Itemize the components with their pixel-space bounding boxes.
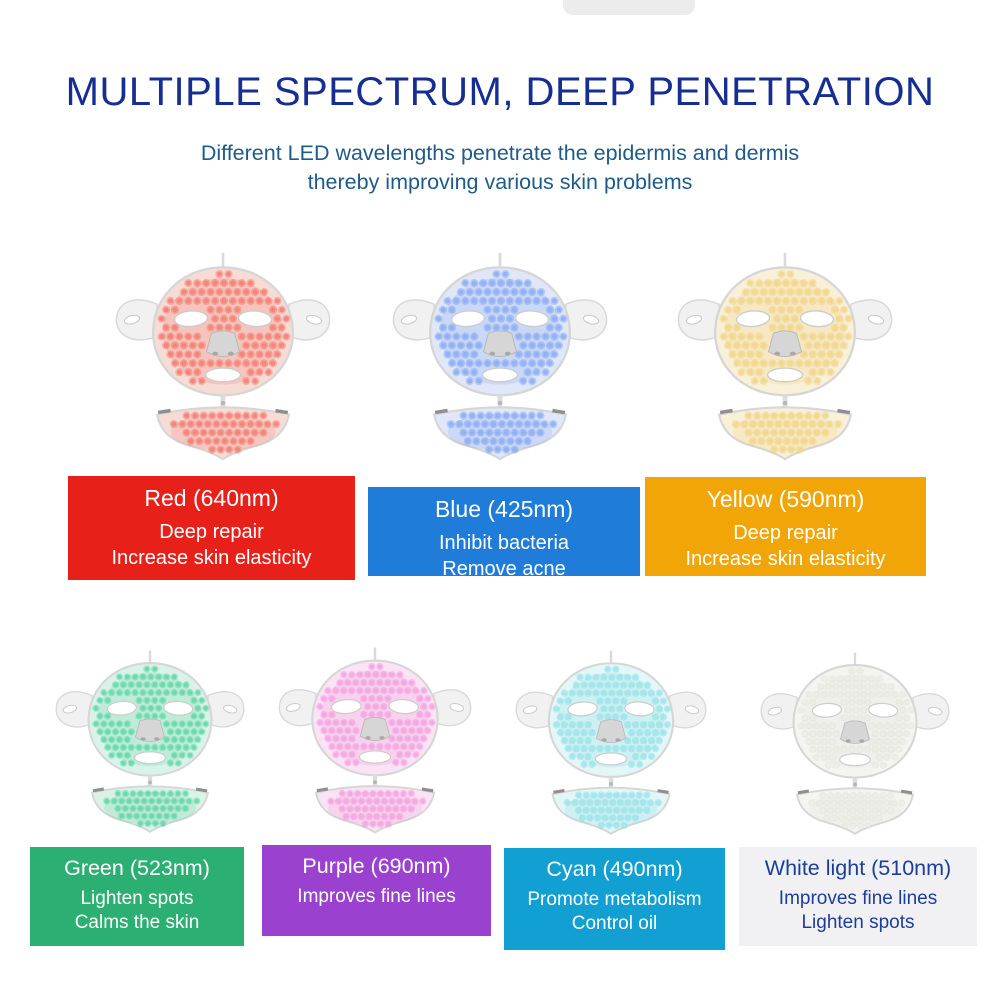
mask-cyan <box>499 646 723 839</box>
wavelength-title: White light (510nm) <box>764 856 952 880</box>
led-mask-graphic <box>392 252 608 461</box>
led-mask-graphic <box>677 252 893 461</box>
led-mask-graphic <box>278 647 472 834</box>
wavelength-title: Yellow (590nm) <box>706 486 865 512</box>
label-box-cyan: Cyan (490nm) Promote metabolism Control … <box>504 848 725 950</box>
subtitle-line-2: thereby improving various skin problems <box>307 170 693 194</box>
benefit-line: Improves fine lines <box>778 888 938 909</box>
wavelength-title: Blue (425nm) <box>434 496 574 522</box>
label-box-green: Green (523nm) Lighten spots Calms the sk… <box>30 847 244 946</box>
label-box-blue: Blue (425nm) Inhibit bacteria Remove acn… <box>368 487 640 580</box>
led-mask-graphic <box>55 650 245 834</box>
mask-green <box>39 646 261 837</box>
benefit-line: Increase skin elasticity <box>111 547 312 569</box>
mask-blue <box>374 248 626 465</box>
led-mask-graphic <box>515 650 707 835</box>
benefit-line: Calms the skin <box>74 912 200 934</box>
led-mask-graphic <box>760 652 950 836</box>
led-mask-graphic <box>115 252 331 461</box>
top-tab-decoration <box>563 0 695 15</box>
benefit-line: Lighten spots <box>801 912 915 934</box>
benefit-line: Deep repair <box>159 521 264 543</box>
benefit-line: Remove acne <box>442 558 566 580</box>
subtitle-line-1: Different LED wavelengths penetrate the … <box>200 141 800 165</box>
mask-purple <box>262 643 488 838</box>
benefit-line: Improves fine lines <box>297 886 456 907</box>
benefit-line: Inhibit bacteria <box>438 532 570 554</box>
label-box-yellow: Yellow (590nm) Deep repair Increase skin… <box>645 477 926 576</box>
benefit-line: Deep repair <box>733 522 838 544</box>
benefit-line: Increase skin elasticity <box>685 548 886 570</box>
mask-white <box>744 648 966 839</box>
mask-red <box>97 248 349 465</box>
label-box-purple: Purple (690nm) Improves fine lines <box>262 845 491 936</box>
benefit-line: Control oil <box>571 913 658 935</box>
label-box-white: White light (510nm) Improves fine lines … <box>739 847 977 946</box>
benefit-line: Lighten spots <box>80 888 194 909</box>
wavelength-title: Green (523nm) <box>64 856 210 880</box>
benefit-line: Promote metabolism <box>527 889 702 910</box>
page-title: MULTIPLE SPECTRUM, DEEP PENETRATION <box>65 70 935 114</box>
wavelength-title: Red (640nm) <box>144 485 279 511</box>
wavelength-title: Cyan (490nm) <box>546 857 683 881</box>
mask-yellow <box>659 248 911 465</box>
wavelength-title: Purple (690nm) <box>302 854 451 878</box>
label-box-red: Red (640nm) Deep repair Increase skin el… <box>68 476 355 580</box>
